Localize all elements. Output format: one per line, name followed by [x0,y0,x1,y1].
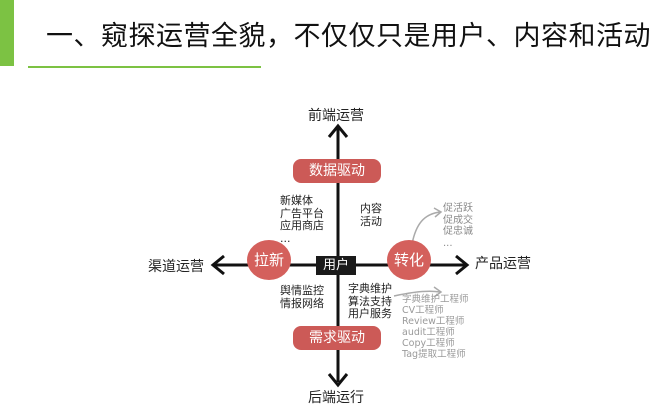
list-item: Tag提取工程师 [402,349,466,360]
axis-label-top: 前端运营 [308,108,364,124]
list-item: 情报网络 [280,296,324,310]
list-item: ... [443,237,453,249]
list-item: Copy工程师 [402,338,455,349]
quadrant-bottom-right: 字典维护 算法支持 用户服务 [348,282,392,321]
demand-driven-pill: 需求驱动 [293,326,381,350]
conversion-circle: 转化 [387,240,431,280]
list-item: 促活跃 [443,203,473,214]
quadrant-bottom-left: 舆情监控 情报网络 [280,284,324,310]
list-item: 用户服务 [348,307,392,320]
conversion-annotation: 促活跃 促成交 促忠诚 ... [443,203,473,249]
axis-label-right: 产品运营 [475,256,531,272]
arrow-left [210,254,225,276]
list-item: 算法支持 [348,294,392,308]
list-item: 内容 [360,202,382,215]
list-item: audit工程师 [402,327,455,338]
list-item: 促忠诚 [443,226,473,237]
quadrant-top-right: 内容 活动 [360,202,382,228]
title-underline [28,66,261,68]
engineers-connector-arrow [433,286,443,298]
engineers-annotation: 字典维护工程师 CV工程师 Review工程师 audit工程师 Copy工程师… [402,294,469,360]
list-item: 字典维护 [348,282,392,295]
list-item: CV工程师 [402,305,444,316]
list-item: 字典维护工程师 [402,294,469,305]
acquisition-circle: 拉新 [247,240,291,280]
axis-label-bottom: 后端运行 [308,390,364,406]
list-item: 新媒体 [280,194,313,207]
arrow-up [327,123,349,138]
list-item: 活动 [360,214,382,228]
conversion-connector [411,211,441,245]
axis-label-left: 渠道运营 [148,259,204,275]
list-item: 促成交 [443,214,473,226]
title-accent-bar [0,0,14,66]
arrow-right [455,254,470,276]
engineers-connector [393,290,441,297]
page-title: 一、窥探运营全貌，不仅仅只是用户、内容和活动 [46,21,651,52]
list-item: 广告平台 [280,206,324,220]
list-item: 舆情监控 [280,284,324,297]
data-driven-pill: 数据驱动 [293,159,381,183]
list-item: Review工程师 [402,316,465,327]
center-user-box: 用户 [316,256,356,275]
list-item: ... [280,231,291,245]
quadrant-top-left: 新媒体 广告平台 应用商店 ... [280,194,324,245]
conversion-connector-arrow [433,207,443,218]
list-item: 应用商店 [280,219,324,232]
arrow-down [327,373,349,388]
